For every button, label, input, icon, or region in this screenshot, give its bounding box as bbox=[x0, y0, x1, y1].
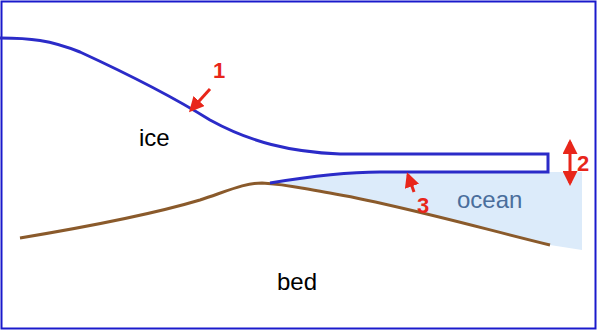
region-label: bed bbox=[277, 270, 317, 294]
region-label: ocean bbox=[457, 188, 522, 212]
ocean-water bbox=[270, 172, 582, 250]
arrow-3 bbox=[408, 175, 414, 192]
callout-number: 3 bbox=[417, 195, 429, 217]
ice-outline bbox=[0, 38, 548, 183]
region-label: ice bbox=[139, 126, 170, 150]
callout-number: 2 bbox=[577, 153, 589, 175]
bed-line bbox=[20, 183, 550, 245]
arrow-2 bbox=[569, 142, 572, 183]
callout-number: 1 bbox=[213, 60, 225, 82]
arrow-1 bbox=[191, 89, 210, 110]
